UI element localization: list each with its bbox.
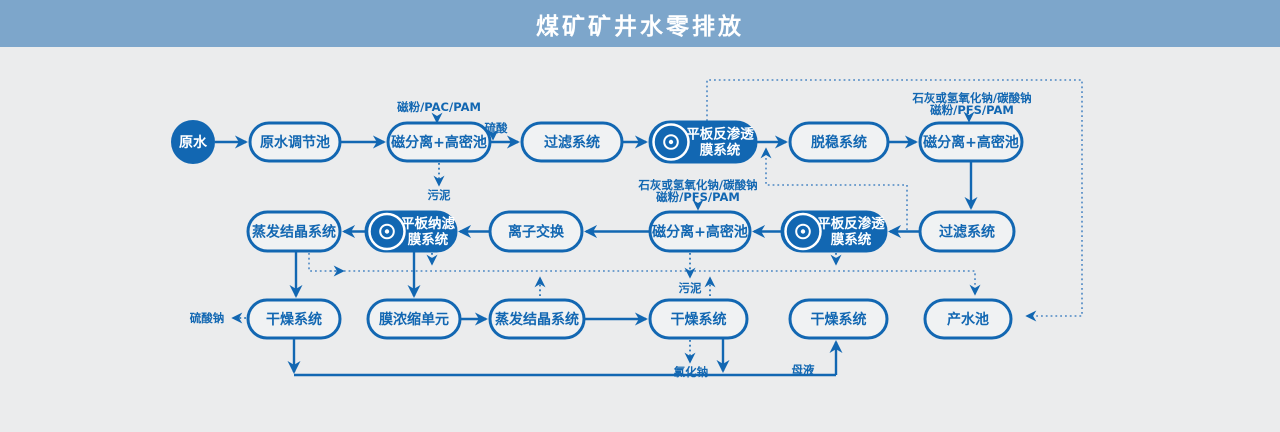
node-label-line2: 膜系统 (408, 231, 449, 248)
node-raw-water: 原水 (171, 120, 215, 164)
node-product-water-pool: 产水池 (923, 298, 1013, 340)
edges-layer (215, 79, 1083, 377)
node-label: 磁分离+高密池 (923, 134, 1019, 151)
node-label: 原水调节池 (260, 134, 330, 151)
node-membrane-concentration-unit: 膜浓缩单元 (366, 298, 462, 340)
node-label: 磁分离+高密池 (391, 134, 487, 151)
node-label: 原水 (179, 134, 208, 151)
node-ion-exchange: 离子交换 (488, 210, 584, 253)
header-bar: 煤矿矿井水零排放 (0, 0, 1280, 47)
node-label-line1: 平板纳滤 (401, 215, 455, 232)
nodes-layer: 原水原水调节池磁分离+高密池过滤系统平板反渗透膜系统脱稳系统磁分离+高密池蒸发结… (171, 120, 1024, 340)
node-label: 干燥系统 (811, 311, 867, 328)
label-magsep2-dose-line2: 磁粉/PFS/PAM (930, 103, 1014, 117)
label-pac-pam: 磁粉/PAC/PAM (397, 100, 481, 114)
node-label-line1: 平板反渗透 (817, 215, 885, 232)
membrane-bullseye-icon (784, 212, 822, 251)
label-sludge-2: 污泥 (679, 281, 702, 295)
label-sodium-chloride: 氯化钠 (674, 365, 709, 379)
membrane-bullseye-icon (368, 212, 406, 251)
node-label: 脱稳系统 (811, 134, 867, 151)
node-label-line1: 平板反渗透 (686, 126, 754, 143)
node-label: 磁分离+高密池 (652, 224, 748, 241)
label-magsep3-dose-line2: 磁粉/PFS/PAM (656, 190, 740, 204)
label-sodium-sulfate: 硫酸钠 (190, 311, 225, 325)
node-magnetic-separation-high-density-pool-1: 磁分离+高密池 (386, 121, 492, 163)
node-label: 膜浓缩单元 (379, 311, 449, 328)
node-destabilization-system: 脱稳系统 (788, 121, 890, 163)
page-title: 煤矿矿井水零排放 (536, 13, 744, 40)
node-label: 蒸发结晶系统 (495, 311, 579, 328)
node-drying-system-1: 干燥系统 (246, 298, 342, 340)
node-label: 蒸发结晶系统 (252, 224, 336, 241)
label-magsep2-dose-line1: 石灰或氢氧化钠/碳酸钠 (911, 91, 1031, 105)
node-label: 产水池 (947, 311, 989, 328)
node-drying-system-2: 干燥系统 (648, 298, 749, 340)
node-evaporation-crystallization-system-2: 蒸发结晶系统 (488, 298, 586, 340)
node-drying-system-3: 干燥系统 (788, 298, 889, 340)
node-label: 干燥系统 (266, 311, 322, 328)
node-evaporation-crystallization-system-1: 蒸发结晶系统 (246, 210, 342, 253)
node-raw-water-adjusting-pool: 原水调节池 (248, 121, 342, 163)
label-sulfuric-acid: 硫酸 (485, 121, 508, 135)
edge-filter2-recycle-to-destab (760, 147, 908, 230)
membrane-bullseye-icon (652, 123, 690, 161)
node-magnetic-separation-high-density-pool-2: 磁分离+高密池 (918, 121, 1024, 163)
label-mother-liquor: 母液 (792, 363, 815, 377)
labels-layer: 磁粉/PAC/PAM硫酸污泥石灰或氢氧化钠/碳酸钠磁粉/PFS/PAM石灰或氢氧… (190, 91, 1032, 379)
edge-ro1-permeate-loop (706, 79, 1083, 322)
label-magsep3-dose-line1: 石灰或氢氧化钠/碳酸钠 (637, 178, 757, 192)
node-label-line2: 膜系统 (700, 142, 741, 159)
node-filter-system-1: 过滤系统 (520, 121, 624, 163)
node-label: 干燥系统 (671, 311, 727, 328)
node-filter-system-2: 过滤系统 (918, 210, 1016, 253)
node-magnetic-separation-high-density-pool-3: 磁分离+高密池 (648, 210, 752, 253)
node-label: 过滤系统 (544, 134, 600, 151)
node-label: 过滤系统 (939, 224, 995, 241)
edge-condensate-line (308, 253, 981, 296)
node-label-line2: 膜系统 (831, 231, 872, 248)
label-sludge-1: 污泥 (428, 188, 451, 202)
node-label: 离子交换 (508, 224, 565, 241)
